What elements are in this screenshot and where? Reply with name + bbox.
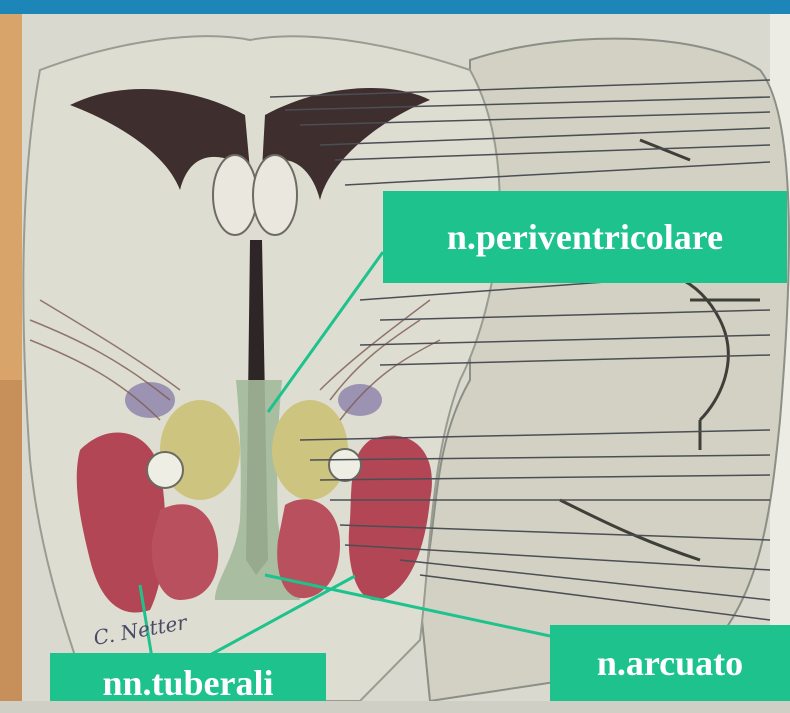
- fornix-right: [253, 155, 297, 235]
- purple-nucleus-left: [125, 382, 175, 418]
- tuberal-label: nn.tuberali: [50, 653, 326, 713]
- top-band: [0, 0, 790, 14]
- tuberal-nucleus-left-2: [152, 504, 218, 600]
- purple-nucleus-right: [338, 384, 382, 416]
- arcuate-label: n.arcuato: [550, 625, 790, 701]
- small-body-right: [329, 449, 361, 481]
- small-body-left: [147, 452, 183, 488]
- fornix-left: [213, 155, 257, 235]
- periventricular-label: n.periventricolare: [383, 191, 787, 283]
- yellow-nucleus-right: [272, 400, 348, 500]
